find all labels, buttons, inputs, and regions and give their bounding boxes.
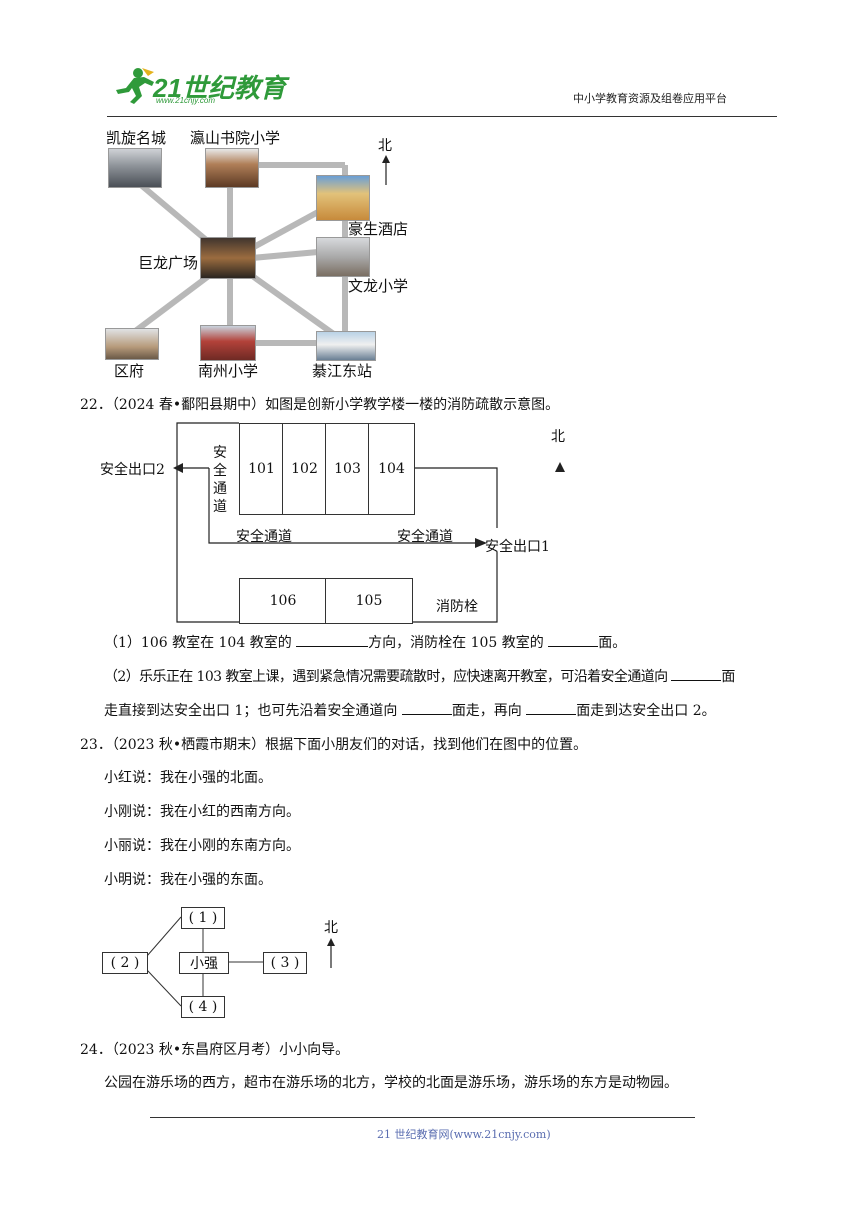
vertical-corridor-char-1: 安 <box>213 445 227 461</box>
logo-url: www.21cnjy.com <box>156 96 215 105</box>
position-box-4: ( 4 ) <box>181 996 225 1018</box>
room-101: 101 <box>239 423 284 515</box>
q22-sub1-part-c: 面。 <box>598 635 627 651</box>
city-map: 凯旋名城 瀛山书院小学 北 豪生酒店 巨龙广场 文龙小学 区府 南州小学 綦江东… <box>100 125 440 385</box>
logo-text: 21世纪教育 <box>153 73 286 103</box>
answer-blank[interactable] <box>548 632 599 647</box>
q22-sub2-part-b: 面 <box>721 669 736 685</box>
q22-sub2-line2: 走直接到达安全出口 1；也可先沿着安全通道向 面走，再向 面走到达安全出口 2。 <box>104 700 716 721</box>
label-nanzhou: 南州小学 <box>198 362 259 380</box>
room-105: 105 <box>325 578 413 624</box>
evacuation-diagram: 101 102 103 104 106 105 安全出口2 安全出口1 北 安 … <box>95 420 595 625</box>
position-lines <box>146 916 335 1007</box>
header-rule <box>107 116 777 117</box>
room-104: 104 <box>368 423 415 515</box>
q22-sub2-part-d: 面走，再向 <box>451 703 527 719</box>
photo-qijiang <box>316 331 376 361</box>
evacuation-lines <box>173 422 565 623</box>
footer-rule <box>150 1117 695 1118</box>
q22-sub1-part-b: 方向，消防栓在 105 教室的 <box>368 635 549 651</box>
label-haosheng: 豪生酒店 <box>348 220 409 238</box>
q24-text: 公园在游乐场的西方，超市在游乐场的北方，学校的北面是游乐场，游乐场的东方是动物园… <box>104 1075 678 1091</box>
footer-text: 21 世纪教育网(www.21cnjy.com) <box>377 1128 551 1141</box>
vertical-corridor-char-4: 道 <box>213 499 227 515</box>
hydrant-label: 消防栓 <box>436 599 478 615</box>
room-103: 103 <box>325 423 370 515</box>
answer-blank[interactable] <box>671 666 722 681</box>
platform-title: 中小学教育资源及组卷应用平台 <box>573 92 727 105</box>
photo-nanzhou <box>200 325 256 361</box>
map-north-label: 北 <box>378 138 392 154</box>
answer-blank[interactable] <box>296 632 369 647</box>
q22-sub2-part-c: 走直接到达安全出口 1；也可先沿着安全通道向 <box>104 703 402 719</box>
label-julong: 巨龙广场 <box>138 254 199 272</box>
q22-stem: 22．（2024 春•鄱阳县期中）如图是创新小学教学楼一楼的消防疏散示意图。 <box>80 397 560 413</box>
runner-logo-icon <box>116 68 154 104</box>
position-box-3: ( 3 ) <box>263 952 307 974</box>
q23-line-1: 小红说：我在小强的北面。 <box>104 770 272 786</box>
answer-blank[interactable] <box>401 700 452 715</box>
photo-yingshan <box>205 148 259 188</box>
label-yingshan: 瀛山书院小学 <box>190 129 281 147</box>
answer-blank[interactable] <box>526 700 577 715</box>
label-qufu: 区府 <box>114 362 145 380</box>
vertical-corridor-char-2: 全 <box>213 463 227 479</box>
north-arrow-icon <box>382 155 390 185</box>
photo-qufu <box>105 328 159 360</box>
label-wenlong: 文龙小学 <box>348 277 409 295</box>
q22-sub2-line1: （2）乐乐正在 103 教室上课，遇到紧急情况需要疏散时，应快速离开教室，可沿着… <box>104 666 735 687</box>
q23-stem: 23．（2023 秋•栖霞市期末）根据下面小朋友们的对话，找到他们在图中的位置。 <box>80 737 588 753</box>
photo-wenlong <box>316 237 370 277</box>
vertical-corridor-char-3: 通 <box>213 481 227 497</box>
photo-julong <box>200 237 256 279</box>
position-box-center: 小强 <box>179 952 229 974</box>
q22-sub2-part-a: （2）乐乐正在 103 教室上课，遇到紧急情况需要疏散时，应快速离开教室，可沿着… <box>104 669 672 685</box>
position-diagram: ( 1 ) ( 2 ) 小强 ( 3 ) ( 4 ) 北 <box>95 900 355 1025</box>
q22-sub1-part-a: （1）106 教室在 104 教室的 <box>104 635 297 651</box>
header: 21世纪教育 www.21cnjy.com 中小学教育资源及组卷应用平台 <box>0 0 860 120</box>
room-106: 106 <box>239 578 327 624</box>
q23-line-3: 小丽说：我在小刚的东南方向。 <box>104 838 300 854</box>
label-qijiang: 綦江东站 <box>312 362 373 380</box>
photo-haosheng <box>316 175 370 221</box>
q23-line-4: 小明说：我在小强的东面。 <box>104 872 272 888</box>
q22-sub1: （1）106 教室在 104 教室的 方向，消防栓在 105 教室的 面。 <box>104 632 626 653</box>
position-north-label: 北 <box>324 920 338 936</box>
q22-sub2-part-e: 面走到达安全出口 2。 <box>576 703 716 719</box>
exit-1-label: 安全出口1 <box>485 539 550 555</box>
corridor-label-left: 安全通道 <box>236 529 292 545</box>
position-box-2: ( 2 ) <box>102 952 148 974</box>
diagram-north-label: 北 <box>551 429 565 445</box>
q23-line-2: 小刚说：我在小红的西南方向。 <box>104 804 300 820</box>
q24-stem: 24．（2023 秋•东昌府区月考）小小向导。 <box>80 1042 350 1058</box>
label-kaixuan: 凯旋名城 <box>106 129 167 147</box>
exit-2-label: 安全出口2 <box>100 462 165 478</box>
room-102: 102 <box>282 423 327 515</box>
corridor-label-right: 安全通道 <box>397 529 453 545</box>
photo-kaixuan <box>108 148 162 188</box>
position-box-1: ( 1 ) <box>181 907 225 929</box>
